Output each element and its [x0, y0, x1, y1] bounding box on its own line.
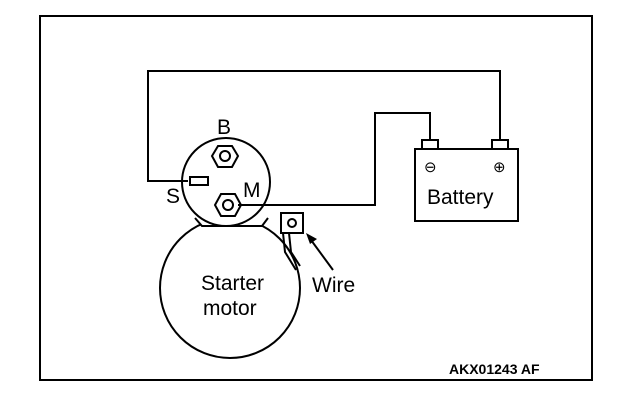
battery-label: Battery [427, 186, 494, 209]
terminal-m-nut [213, 193, 243, 217]
terminal-m-label: M [243, 179, 261, 202]
battery-positive-symbol: ⊕ [493, 159, 506, 176]
terminal-b-nut [210, 145, 240, 168]
terminal-s-label: S [166, 185, 180, 208]
battery-negative-post [421, 139, 439, 150]
battery-negative-symbol: ⊖ [424, 159, 437, 176]
m-to-battery-negative-wire [238, 112, 431, 206]
figure-code: AKX01243 AF [449, 361, 540, 377]
starter-motor-label-line2: motor [203, 297, 257, 320]
battery-positive-post [491, 139, 509, 150]
figure-frame [39, 15, 593, 381]
s-to-battery-positive-wire [147, 70, 501, 182]
battery-body [414, 148, 519, 222]
starter-motor-label-line1: Starter [201, 272, 264, 295]
wire-clamp [280, 212, 304, 271]
terminal-b-label: B [217, 116, 231, 139]
terminal-s-tab [189, 176, 209, 186]
wire-pointer-arrow [306, 233, 334, 271]
wire-label: Wire [312, 274, 355, 297]
